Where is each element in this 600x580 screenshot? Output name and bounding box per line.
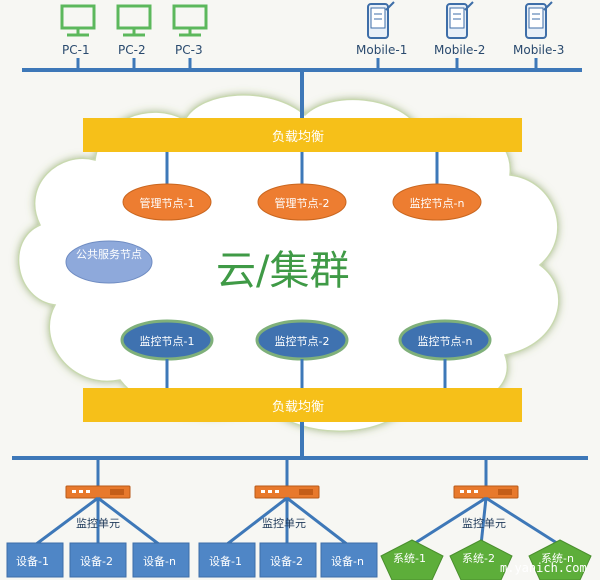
device-label: 设备-n	[143, 555, 176, 568]
network-switch-icon	[453, 485, 519, 499]
device-boxes	[6, 542, 378, 578]
device-label: 设备-1	[209, 555, 242, 568]
bottom-balancer-bar	[83, 388, 522, 422]
public-node-ellipse	[65, 240, 153, 284]
node-ellipse	[257, 183, 347, 221]
monitor-unit-label: 监控单元	[76, 517, 120, 530]
mobile-label: Mobile-2	[434, 43, 486, 57]
cloud-title: 云/集群	[216, 248, 350, 294]
top-balancer-label: 负载均衡	[272, 130, 325, 145]
monitor-unit-label: 监控单元	[462, 517, 506, 530]
desktop-computer-icon	[172, 4, 208, 37]
pc-label: PC-1	[62, 43, 90, 57]
mobile-label: Mobile-3	[513, 43, 565, 57]
mobile-phone-icon	[367, 1, 395, 39]
watermark-text: m.yahich.com	[500, 561, 587, 575]
device-label: 设备-n	[331, 555, 364, 568]
desktop-computer-icon	[116, 4, 152, 37]
mobile-phone-icon	[525, 1, 553, 39]
system-shapes	[380, 539, 592, 580]
top-bus	[22, 58, 582, 118]
pc-label: PC-2	[118, 43, 146, 57]
device-label: 设备-2	[80, 555, 113, 568]
device-connectors	[34, 496, 561, 547]
manage-node-label: 管理节点-1	[139, 197, 195, 210]
system-label: 系统-2	[462, 552, 495, 565]
mobile-label: Mobile-1	[356, 43, 408, 57]
system-label: 系统-1	[393, 552, 426, 565]
monitor-node-label: 监控节点-1	[139, 335, 195, 348]
upper-node-connectors	[165, 152, 439, 185]
device-label: 设备-2	[270, 555, 303, 568]
monitor-node-label: 监控节点-n	[417, 335, 473, 348]
bottom-bus	[12, 422, 588, 488]
pc-label: PC-3	[175, 43, 203, 57]
node-ellipse	[392, 183, 482, 221]
device-label: 设备-1	[16, 555, 49, 568]
manage-node-label: 管理节点-2	[274, 197, 330, 210]
node-ellipse	[122, 183, 212, 221]
desktop-computer-icon	[60, 4, 96, 37]
monitor-node-label: 监控节点-2	[274, 335, 330, 348]
top-balancer-bar	[83, 118, 522, 152]
network-switch-icon	[254, 485, 320, 499]
monitor-node-label: 监控节点-n	[409, 197, 465, 210]
public-node-label: 公共服务节点	[76, 248, 142, 261]
system-label: 系统-n	[541, 552, 574, 565]
network-switch-icon	[65, 485, 131, 499]
bottom-balancer-label: 负载均衡	[272, 400, 325, 415]
monitor-unit-label: 监控单元	[262, 517, 306, 530]
mobile-phone-icon	[446, 1, 474, 39]
lower-node-connectors	[165, 359, 447, 388]
